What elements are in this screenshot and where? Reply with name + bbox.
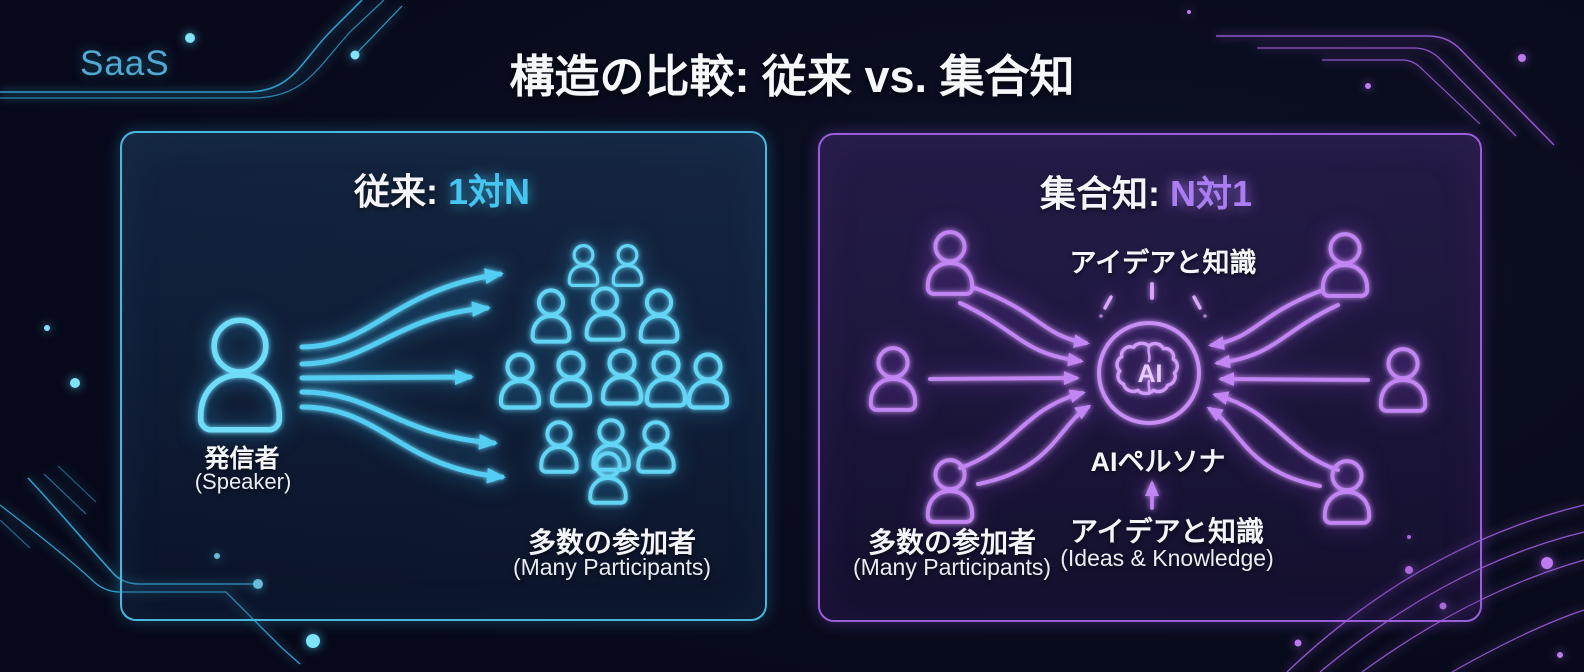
ideas-top-label: アイデアと知識 (1069, 248, 1257, 278)
speaker-label-jp: 発信者 (204, 445, 280, 473)
collective-heading-highlight: N対1 (1169, 173, 1253, 214)
speaker-label-en: (Speaker) (194, 469, 292, 494)
ai-persona-label: AIペルソナ (1090, 447, 1226, 477)
collective-participants-label-jp: 多数の参加者 (867, 527, 1037, 558)
ideas-bottom-label-jp: アイデアと知識 (1069, 516, 1265, 547)
collective-participants-label-en: (Many Participants) (852, 554, 1052, 580)
ideas-bottom-label-en: (Ideas & Knowledge) (1060, 545, 1274, 571)
traditional-panel-heading: 従来: 1対N (354, 163, 530, 215)
collective-heading-prefix: 集合知: (1039, 173, 1170, 214)
participants-label-jp: 多数の参加者 (527, 527, 697, 558)
brand-logo: SaaS (80, 44, 170, 83)
collective-panel-heading: 集合知: N対1 (1040, 165, 1252, 217)
traditional-heading-prefix: 従来: (353, 171, 448, 212)
traditional-heading-highlight: 1対N (447, 171, 531, 212)
participants-label-en: (Many Participants) (512, 554, 712, 580)
page-title: 構造の比較: 従来 vs. 集合知 (509, 51, 1075, 102)
